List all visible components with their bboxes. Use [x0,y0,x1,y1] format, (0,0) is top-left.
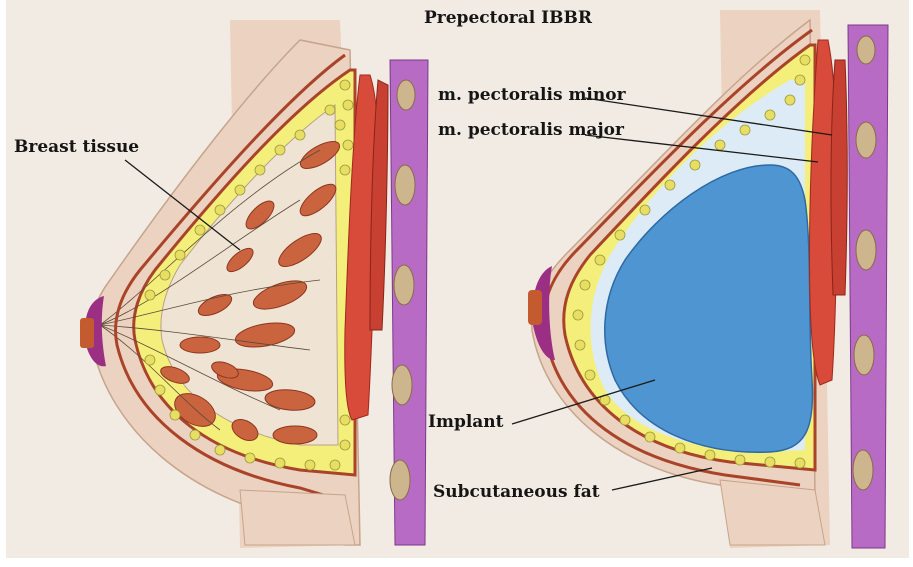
pectoralis-minor-label: m. pectoralis minor [438,85,626,105]
diagram-title: Prepectoral IBBR [424,8,592,28]
pectoralis-major-label: m. pectoralis major [438,120,624,140]
implant-label: Implant [428,412,504,432]
subcutaneous-fat-label: Subcutaneous fat [433,482,600,502]
right-nipple [528,290,542,325]
left-lower-skin [240,490,355,545]
right-lower-skin [720,480,825,545]
left-nipple [80,318,94,348]
breast-tissue-label: Breast tissue [14,137,139,157]
right-pectoralis-minor [831,60,847,295]
